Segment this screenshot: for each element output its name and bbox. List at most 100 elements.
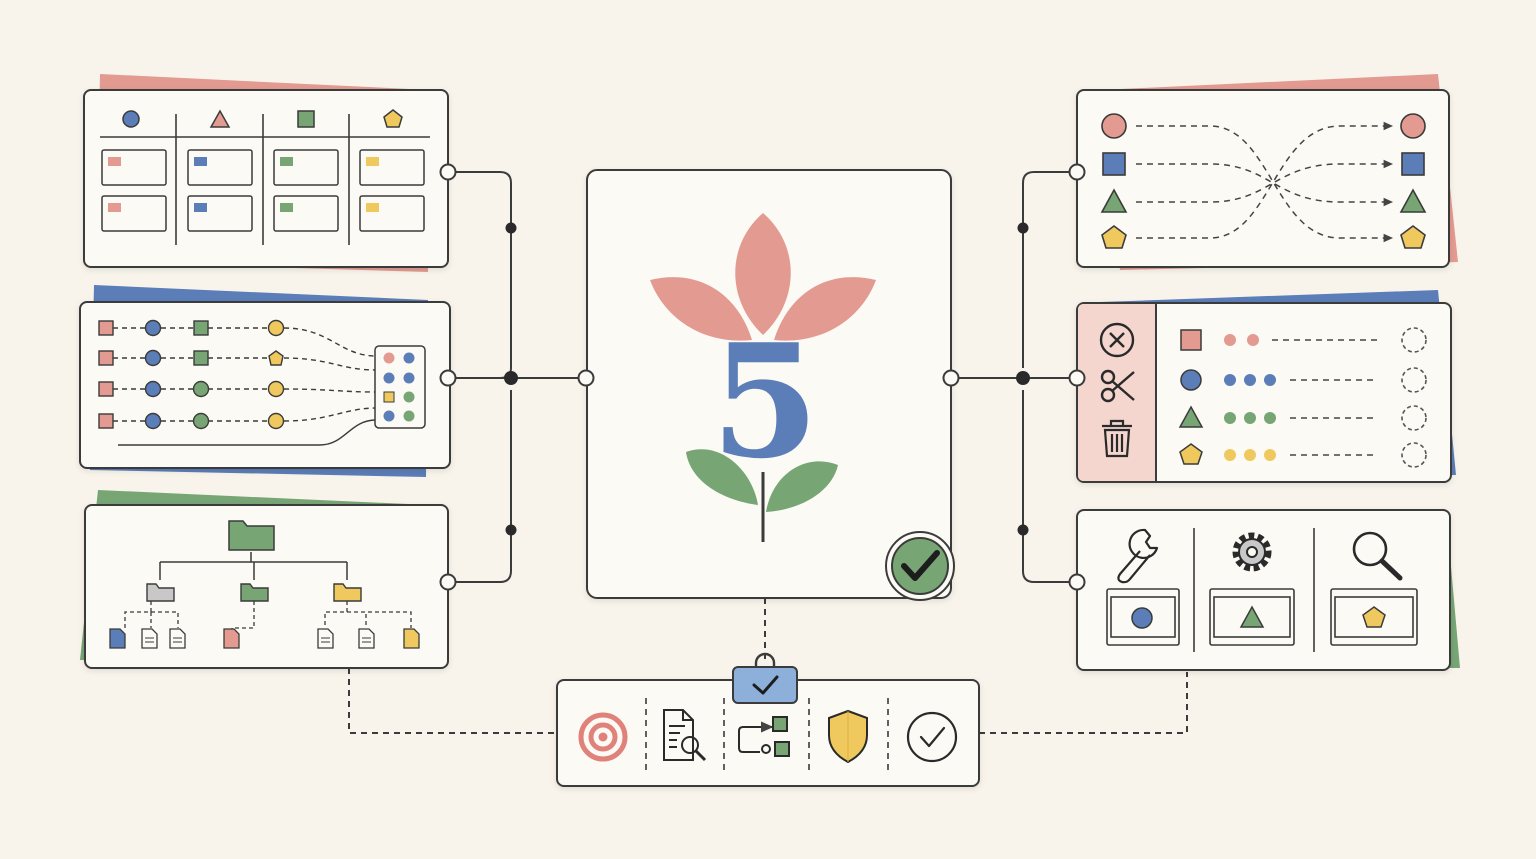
pentagon-shape xyxy=(1400,225,1426,249)
square-shape xyxy=(297,110,315,128)
empty-slot xyxy=(1401,367,1427,393)
task-card xyxy=(359,149,425,186)
triangle-shape xyxy=(1239,605,1265,628)
card-verification-toolbar xyxy=(556,652,980,787)
folder-icon xyxy=(333,583,362,602)
card-edit-actions xyxy=(1068,290,1456,483)
pentagon-shape xyxy=(1179,443,1203,465)
collector-box xyxy=(374,345,426,429)
port-circle[interactable] xyxy=(1068,369,1086,387)
wrench-icon[interactable] xyxy=(1117,528,1159,584)
task-card xyxy=(187,149,253,186)
card-pipeline xyxy=(79,285,457,477)
node-dot xyxy=(504,371,518,385)
port-circle[interactable] xyxy=(439,573,457,591)
port-circle[interactable] xyxy=(577,369,595,387)
petal-center xyxy=(735,213,791,335)
pentagon-shape xyxy=(1101,225,1127,249)
circle-shape xyxy=(267,412,285,430)
leaf-left xyxy=(686,449,758,505)
port-circle[interactable] xyxy=(439,163,457,181)
task-card xyxy=(101,195,167,232)
circle-shape xyxy=(1101,113,1127,139)
leaf-right xyxy=(766,461,838,512)
square-shape xyxy=(98,350,114,366)
file-icon xyxy=(403,628,420,649)
circle-shape xyxy=(267,380,285,398)
task-card xyxy=(273,149,339,186)
petal-left xyxy=(650,277,752,341)
square-shape xyxy=(1180,329,1202,351)
card-folder-tree xyxy=(80,490,457,669)
pentagon-shape xyxy=(268,350,284,366)
connector-right-dashed xyxy=(979,672,1188,734)
circle-shape xyxy=(144,319,162,337)
circle-shape xyxy=(1400,113,1426,139)
connector-left-dashed xyxy=(348,668,557,734)
square-shape xyxy=(193,350,209,366)
node-dot xyxy=(1016,371,1030,385)
port-circle[interactable] xyxy=(942,369,960,387)
node-dot xyxy=(1017,222,1029,234)
lock-check-icon xyxy=(732,652,798,704)
node-dot xyxy=(505,222,517,234)
task-card xyxy=(101,149,167,186)
pentagon-shape xyxy=(383,109,403,128)
node-dot xyxy=(1017,524,1029,536)
folder-icon xyxy=(228,520,275,551)
document-search-icon[interactable] xyxy=(663,709,707,762)
empty-slot xyxy=(1401,442,1427,468)
triangle-shape xyxy=(1178,405,1204,428)
task-card xyxy=(273,195,339,232)
circle-shape xyxy=(144,380,162,398)
circle-shape xyxy=(192,380,210,398)
triangle-shape xyxy=(1399,188,1427,213)
connector-right-bottom xyxy=(1022,390,1077,583)
square-shape xyxy=(98,381,114,397)
flower-logo xyxy=(650,213,876,542)
circle-shape xyxy=(192,412,210,430)
task-card xyxy=(359,195,425,232)
trash-icon[interactable] xyxy=(1102,419,1132,458)
x-circle-icon[interactable] xyxy=(1099,322,1135,358)
check-circle-icon[interactable] xyxy=(906,711,958,763)
circle-shape xyxy=(267,319,285,337)
card-center-logo xyxy=(577,169,960,601)
port-circle[interactable] xyxy=(1068,163,1086,181)
target-icon[interactable] xyxy=(578,712,628,762)
empty-slot xyxy=(1401,405,1427,431)
square-shape xyxy=(1102,152,1126,176)
petal-right xyxy=(774,277,876,341)
card-kanban-board xyxy=(83,74,457,272)
node-dot xyxy=(505,524,517,536)
triangle-shape xyxy=(209,109,231,128)
logo-number: 5 xyxy=(710,310,820,493)
scissors-icon[interactable] xyxy=(1100,369,1135,403)
task-card xyxy=(187,195,253,232)
folder-icon xyxy=(240,583,269,602)
connector-left-top xyxy=(448,171,512,379)
square-shape xyxy=(193,320,209,336)
connector-nodes xyxy=(504,222,1030,536)
square-shape xyxy=(98,413,114,429)
connector-right-top xyxy=(1022,171,1077,368)
folder-icon xyxy=(146,583,175,602)
flow-icon[interactable] xyxy=(738,716,790,757)
file-icon xyxy=(109,628,126,649)
circle-shape xyxy=(1131,607,1153,629)
empty-slot xyxy=(1401,327,1427,353)
circle-shape xyxy=(122,110,140,128)
square-shape xyxy=(1401,152,1425,176)
pentagon-shape xyxy=(1362,606,1386,628)
circle-shape xyxy=(144,412,162,430)
port-circle[interactable] xyxy=(1068,573,1086,591)
connector-left-bottom xyxy=(448,390,512,583)
triangle-shape xyxy=(1100,188,1128,213)
magnifier-icon[interactable] xyxy=(1352,531,1403,581)
connectors xyxy=(348,171,1188,734)
port-circle[interactable] xyxy=(439,369,457,387)
action-sidebar xyxy=(1078,304,1156,481)
circle-shape xyxy=(144,349,162,367)
check-badge-icon xyxy=(885,531,955,601)
gear-icon[interactable] xyxy=(1232,532,1272,572)
